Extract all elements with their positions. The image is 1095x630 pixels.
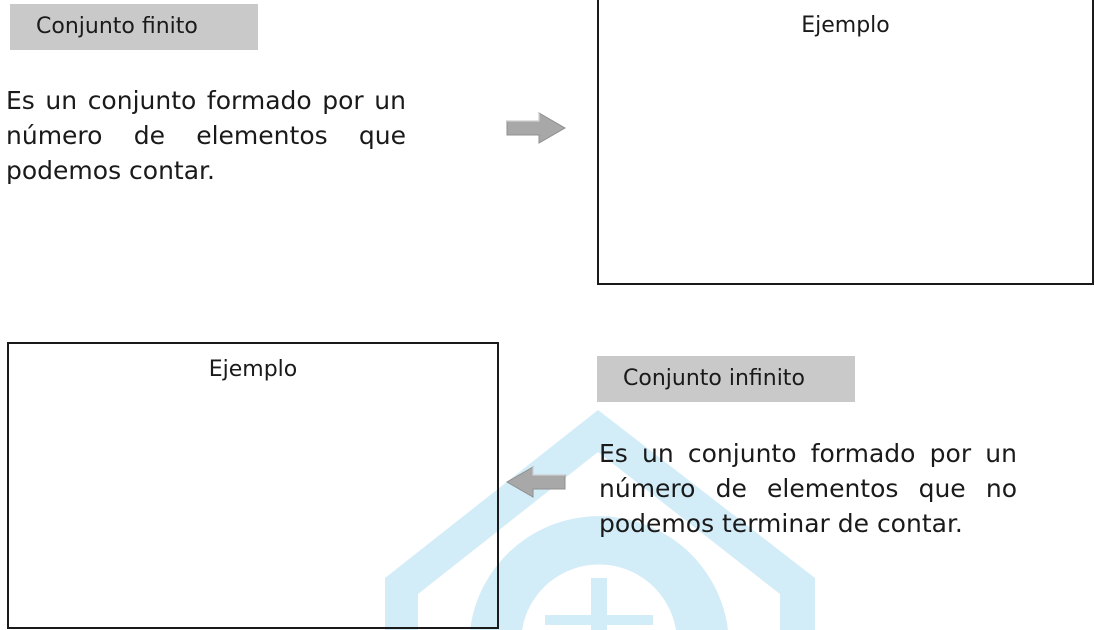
- finite-example-title: Ejemplo: [801, 13, 890, 38]
- infinite-set-definition: Es un conjunto formado por un número de …: [599, 439, 1017, 538]
- arrow-right-icon: [506, 112, 567, 144]
- watermark-bar: [545, 615, 653, 625]
- infinite-example-title: Ejemplo: [208, 357, 298, 382]
- infinite-example-box: Ejemplo: [7, 342, 499, 629]
- arrow-left-icon: [505, 466, 566, 498]
- infinite-set-label: Conjunto infinito: [597, 356, 855, 402]
- finite-set-label: Conjunto finito: [10, 4, 258, 50]
- finite-example-box: Ejemplo: [597, 0, 1094, 285]
- finite-set-definition: Es un conjunto formado por un número de …: [6, 86, 406, 185]
- watermark-band: [385, 410, 815, 630]
